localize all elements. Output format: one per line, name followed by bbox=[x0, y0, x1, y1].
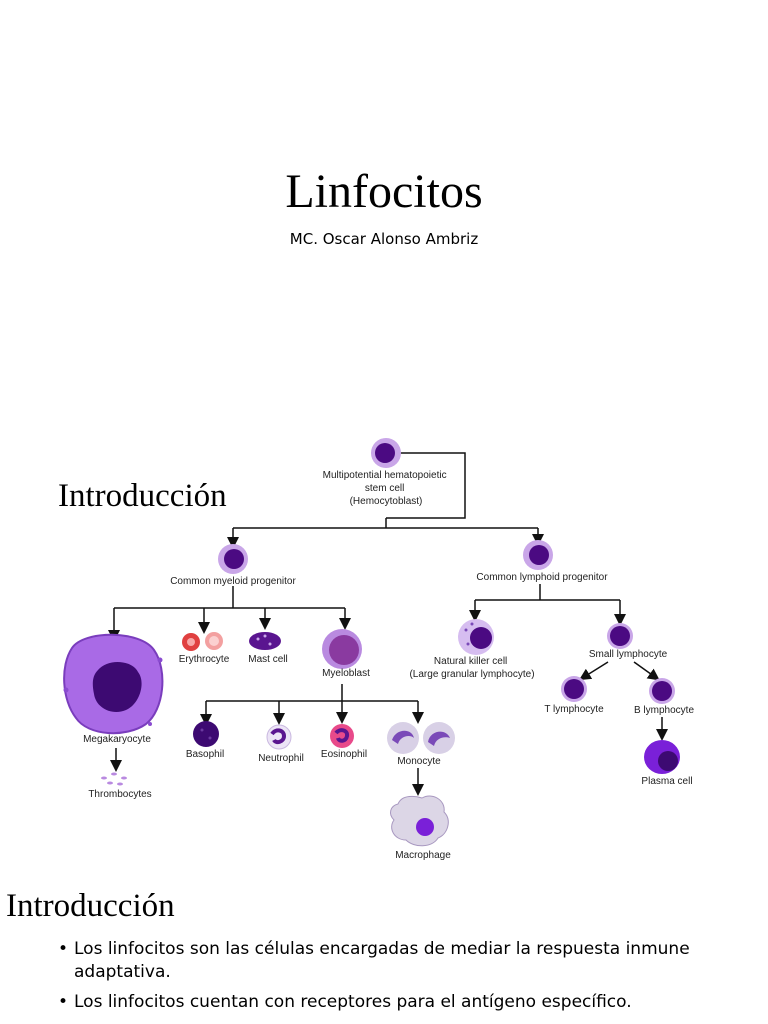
myeloid-progenitor-icon bbox=[218, 544, 248, 574]
bullet-item: Los linfocitos son las células encargada… bbox=[58, 938, 758, 984]
hematopoiesis-diagram: Multipotential hematopoietic stem cell (… bbox=[63, 438, 694, 861]
thrombocytes-icon bbox=[101, 772, 127, 786]
macrophage-icon bbox=[390, 795, 449, 847]
natural-killer-label-line: (Large granular lymphocyte) bbox=[409, 669, 534, 680]
small-lymphocyte-label: Small lymphocyte bbox=[589, 649, 668, 660]
eosinophil-label: Eosinophil bbox=[321, 749, 367, 760]
thrombocytes-label: Thrombocytes bbox=[88, 789, 151, 800]
stem-cell-label-line: (Hemocytoblast) bbox=[350, 496, 423, 507]
arrow-to-b-lymphocyte bbox=[633, 661, 660, 681]
megakaryocyte-label: Megakaryocyte bbox=[83, 734, 151, 745]
natural-killer-label: Natural killer cell (Large granular lymp… bbox=[409, 656, 534, 680]
mast-cell-icon bbox=[249, 632, 281, 650]
lymphoid-branch-line bbox=[475, 584, 620, 601]
stem-cell-label: Multipotential hematopoietic stem cell (… bbox=[323, 470, 450, 507]
myeloblast-branch-line bbox=[206, 684, 418, 702]
section-title-introduccion-2: Introducción bbox=[6, 888, 175, 924]
section-title-introduccion: Introducción bbox=[58, 478, 227, 514]
natural-killer-icon bbox=[458, 619, 494, 655]
neutrophil-icon bbox=[266, 724, 292, 750]
t-lymphocyte-icon bbox=[561, 676, 587, 702]
erythrocyte-icon bbox=[182, 632, 223, 651]
arrow-to-t-lymphocyte bbox=[578, 661, 609, 681]
mast-cell-label: Mast cell bbox=[248, 654, 287, 665]
plasma-cell-icon bbox=[644, 740, 680, 774]
stem-cell-label-line: stem cell bbox=[365, 483, 404, 494]
myeloblast-icon bbox=[322, 629, 362, 669]
megakaryocyte-icon bbox=[63, 633, 164, 735]
monocyte-label: Monocyte bbox=[397, 756, 441, 767]
neutrophil-label: Neutrophil bbox=[258, 753, 304, 764]
myeloid-branch-line bbox=[114, 586, 345, 609]
bullet-item: Los linfocitos cuentan con receptores pa… bbox=[58, 991, 758, 1014]
eosinophil-icon bbox=[330, 724, 354, 748]
small-lymphocyte-icon bbox=[607, 623, 633, 649]
stem-cell-label-line: Multipotential hematopoietic bbox=[323, 470, 447, 481]
lymphoid-progenitor-label: Common lymphoid progenitor bbox=[476, 572, 608, 583]
stem-cell-icon bbox=[371, 438, 401, 468]
plasma-cell-label: Plasma cell bbox=[641, 776, 692, 787]
slide-title: Linfocitos bbox=[285, 165, 483, 218]
b-lymphocyte-label: B lymphocyte bbox=[634, 705, 694, 716]
macrophage-label: Macrophage bbox=[395, 850, 451, 861]
b-lymphocyte-icon bbox=[649, 678, 675, 704]
diagram-connectors bbox=[108, 452, 668, 796]
myeloid-progenitor-label: Common myeloid progenitor bbox=[170, 576, 296, 587]
monocyte-icon bbox=[387, 722, 455, 754]
t-lymphocyte-label: T lymphocyte bbox=[544, 704, 604, 715]
bullet-list: Los linfocitos son las células encargada… bbox=[58, 938, 758, 1021]
myeloblast-label: Myeloblast bbox=[322, 668, 370, 679]
basophil-label: Basophil bbox=[186, 749, 224, 760]
natural-killer-label-line: Natural killer cell bbox=[434, 656, 507, 667]
slide-subtitle: MC. Oscar Alonso Ambriz bbox=[289, 230, 479, 248]
stem-loop-line bbox=[386, 452, 466, 519]
erythrocyte-label: Erythrocyte bbox=[179, 654, 230, 665]
basophil-icon bbox=[193, 721, 219, 747]
lymphoid-progenitor-icon bbox=[523, 540, 553, 570]
